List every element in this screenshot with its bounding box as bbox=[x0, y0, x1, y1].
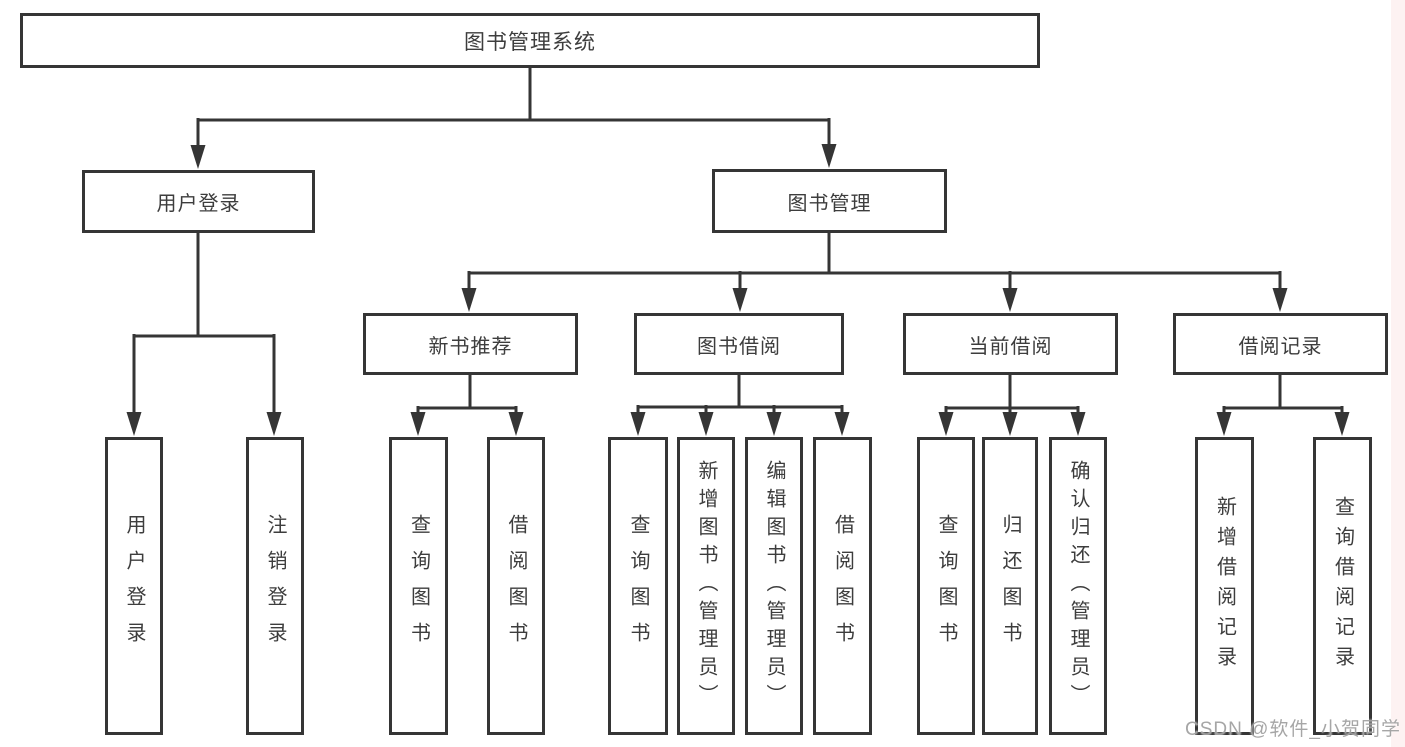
leaf-query-books-current-label: 查询图书 bbox=[935, 514, 957, 658]
leaf-query-borrow-record: 查询借阅记录 bbox=[1313, 437, 1372, 735]
node-book-management-label: 图书管理 bbox=[787, 192, 872, 215]
leaf-logout-label: 注销登录 bbox=[264, 514, 286, 658]
node-current-borrow: 当前借阅 bbox=[903, 313, 1118, 375]
page-edge-tint bbox=[1391, 0, 1405, 747]
node-root-label: 图书管理系统 bbox=[464, 30, 596, 54]
leaf-return-books: 归还图书 bbox=[982, 437, 1038, 735]
leaf-borrow-books-label: 借阅图书 bbox=[831, 514, 854, 658]
leaf-confirm-return-admin: 确认归还（管理员） bbox=[1049, 437, 1107, 735]
node-book-borrow: 图书借阅 bbox=[634, 313, 844, 375]
leaf-query-books-recommend-label: 查询图书 bbox=[407, 514, 430, 658]
leaf-add-book-admin: 新增图书（管理员） bbox=[677, 437, 735, 735]
leaf-query-books-borrow: 查询图书 bbox=[608, 437, 668, 735]
leaf-logout: 注销登录 bbox=[246, 437, 304, 735]
node-book-management: 图书管理 bbox=[712, 169, 947, 233]
leaf-borrow-books: 借阅图书 bbox=[813, 437, 872, 735]
node-user-login: 用户登录 bbox=[82, 170, 315, 233]
leaf-user-login-label: 用户登录 bbox=[123, 514, 145, 658]
leaf-add-book-admin-label: 新增图书（管理员） bbox=[695, 460, 717, 712]
node-book-borrow-label: 图书借阅 bbox=[697, 335, 781, 358]
leaf-edit-book-admin-label: 编辑图书（管理员） bbox=[763, 460, 785, 712]
leaf-query-books-borrow-label: 查询图书 bbox=[627, 514, 649, 658]
node-borrow-records-label: 借阅记录 bbox=[1238, 335, 1323, 358]
node-new-book-recommend-label: 新书推荐 bbox=[428, 335, 513, 358]
node-root: 图书管理系统 bbox=[20, 13, 1040, 68]
leaf-edit-book-admin: 编辑图书（管理员） bbox=[745, 437, 803, 735]
leaf-borrow-books-recommend-label: 借阅图书 bbox=[505, 514, 527, 658]
node-new-book-recommend: 新书推荐 bbox=[363, 313, 578, 375]
leaf-borrow-books-recommend: 借阅图书 bbox=[487, 437, 545, 735]
node-current-borrow-label: 当前借阅 bbox=[968, 335, 1053, 358]
leaf-query-books-current: 查询图书 bbox=[917, 437, 975, 735]
node-borrow-records: 借阅记录 bbox=[1173, 313, 1388, 375]
leaf-confirm-return-admin-label: 确认归还（管理员） bbox=[1067, 460, 1089, 712]
leaf-add-borrow-record-label: 新增借阅记录 bbox=[1213, 496, 1236, 676]
leaf-return-books-label: 归还图书 bbox=[999, 514, 1021, 658]
node-user-login-label: 用户登录 bbox=[156, 193, 241, 215]
leaf-add-borrow-record: 新增借阅记录 bbox=[1195, 437, 1254, 735]
leaf-user-login: 用户登录 bbox=[105, 437, 163, 735]
csdn-watermark: CSDN @软件_小贺同学 bbox=[1185, 719, 1401, 740]
leaf-query-borrow-record-label: 查询借阅记录 bbox=[1331, 496, 1354, 676]
leaf-query-books-recommend: 查询图书 bbox=[389, 437, 448, 735]
